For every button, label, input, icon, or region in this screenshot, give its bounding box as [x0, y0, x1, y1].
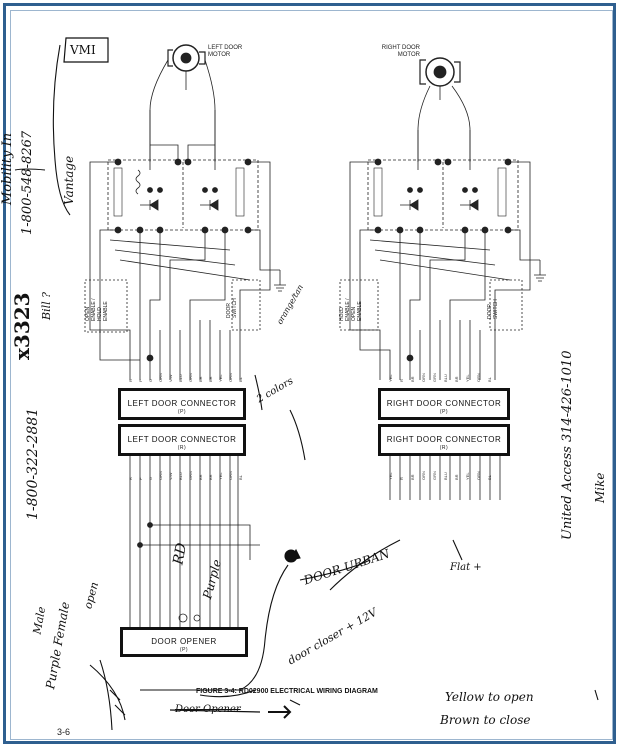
- right-door-connector-lower-label: RIGHT DOOR CONNECTOR: [386, 435, 502, 444]
- door-opener-connector: DOOR OPENER (P): [120, 627, 248, 657]
- left-lower-wire-label: P: [138, 477, 143, 480]
- right-lower-wire-label: YEL: [465, 472, 470, 480]
- right-lower-wire-label: BR: [454, 474, 459, 480]
- left-lower-wire-label: BR: [208, 474, 213, 480]
- left-lower-wire-label: G: [148, 477, 153, 480]
- left-lower-wire-label: BR: [198, 474, 203, 480]
- right-door-connector-upper: RIGHT DOOR CONNECTOR (P): [378, 388, 510, 420]
- handwritten-right-note: Flat +: [450, 562, 482, 573]
- handwritten-mike: Mike: [593, 472, 607, 504]
- left-enable-switch-label: OPEN ENABLE / HOLD ENABLE: [85, 298, 109, 321]
- handwritten-yellow-open: Yellow to open: [445, 690, 534, 704]
- left-upper-wire-label: G: [148, 379, 153, 382]
- left-lower-wire-label: BLU: [178, 472, 183, 480]
- left-lower-wire-label: R: [128, 477, 133, 480]
- right-lower-wire-label: R: [399, 477, 404, 480]
- left-upper-wire-label: BL: [238, 376, 243, 382]
- left-lower-wire-label: BL: [238, 474, 243, 480]
- right-upper-wire-label: BR: [410, 376, 415, 382]
- right-door-motor-symbol: [419, 57, 461, 100]
- right-lower-wire-label: ORN: [421, 471, 426, 480]
- left-door-connector-upper-label: LEFT DOOR CONNECTOR: [127, 399, 237, 408]
- right-relay-block: [367, 158, 519, 234]
- door-opener-sub: (P): [179, 647, 189, 653]
- right-upper-wire-label: BR: [454, 376, 459, 382]
- right-upper-wire-label: BL: [487, 376, 492, 382]
- right-door-connector-lower-sub: (R): [439, 445, 449, 451]
- right-enable-switch-label: HOLD ENABLE / OPEN ENABLE: [339, 298, 363, 321]
- left-lower-wire-label: V/W: [168, 472, 173, 480]
- right-upper-wire-label: ORN: [421, 373, 426, 382]
- left-wiring: [84, 110, 286, 380]
- right-upper-wire-label: YEL: [465, 374, 470, 382]
- left-upper-wire-label: ORN: [228, 373, 233, 382]
- right-lower-wire-label: ORN: [476, 471, 481, 480]
- right-lower-wire-label: YEL: [388, 472, 393, 480]
- handwritten-united-access: United Access 314-426-1010: [560, 350, 575, 540]
- left-upper-wire-label: BR: [198, 376, 203, 382]
- handwritten-brown-close: Brown to close: [440, 713, 531, 727]
- left-upper-wire-label: GRN: [188, 373, 193, 382]
- right-upper-wire-label: BLU: [443, 374, 448, 382]
- right-lower-wire-label: BR: [410, 474, 415, 480]
- left-upper-wire-label: R: [128, 379, 133, 382]
- handwritten-mobility: Mobility In: [0, 132, 15, 205]
- left-lower-wire-label: YEL: [218, 472, 223, 480]
- left-lower-wire-label: ORN: [158, 471, 163, 480]
- left-motor-label: LEFT DOOR MOTOR: [208, 45, 243, 58]
- left-upper-wire-label: BR: [208, 376, 213, 382]
- left-upper-wire-label: P: [138, 379, 143, 382]
- left-relay-block: [107, 158, 259, 234]
- figure-caption: FIGURE 3-4: RD02900 ELECTRICAL WIRING DI…: [196, 688, 378, 695]
- left-lower-wire-label: ORN: [228, 471, 233, 480]
- right-lower-wiring: [389, 456, 501, 500]
- page-inner-border: [10, 10, 613, 740]
- left-upper-wire-label: YEL: [218, 374, 223, 382]
- left-door-connector-lower: LEFT DOOR CONNECTOR (R): [118, 424, 246, 456]
- handwritten-crossed-note: Door Opener: [175, 704, 241, 715]
- left-door-connector-upper-sub: (P): [177, 409, 187, 415]
- left-door-connector-lower-label: LEFT DOOR CONNECTOR: [127, 435, 237, 444]
- right-motor-label: RIGHT DOOR MOTOR: [381, 45, 420, 58]
- handwritten-strokes: [14, 37, 599, 731]
- right-door-connector-upper-sub: (P): [439, 409, 449, 415]
- handwritten-phone-left: 1-800-322-2881: [25, 407, 41, 520]
- right-upper-wire-label: ORN: [476, 373, 481, 382]
- right-lower-wire-label: BL: [487, 474, 492, 480]
- right-door-connector-upper-label: RIGHT DOOR CONNECTOR: [386, 399, 502, 408]
- left-limit-switch-label: DOOR SWITCH: [226, 298, 238, 318]
- right-upper-wire-label: R: [399, 379, 404, 382]
- left-upper-wire-label: BLU: [178, 374, 183, 382]
- left-door-connector-upper: LEFT DOOR CONNECTOR (P): [118, 388, 246, 420]
- page-frame: [3, 3, 616, 744]
- left-door-motor-symbol: [167, 44, 206, 90]
- left-upper-wire-label: V/W: [168, 374, 173, 382]
- door-opener-label: DOOR OPENER: [151, 637, 217, 646]
- handwritten-bill: Bill ?: [40, 291, 53, 320]
- left-door-connector-lower-sub: (R): [177, 445, 187, 451]
- left-lower-wire-label: GRN: [188, 471, 193, 480]
- left-lower-wiring: [129, 456, 260, 628]
- handwritten-vmi: VMI: [70, 43, 96, 57]
- right-limit-switch-label: DOOR SWITCH: [487, 299, 499, 319]
- page-number: 3-6: [57, 727, 71, 737]
- right-door-connector-lower: RIGHT DOOR CONNECTOR (R): [378, 424, 510, 456]
- handwritten-phone-top: 1-800-548-8267: [20, 130, 35, 235]
- handwritten-vantage: Vantage: [62, 155, 76, 205]
- right-lower-wire-label: BLU: [443, 472, 448, 480]
- right-wiring: [339, 130, 546, 380]
- left-upper-wire-label: ORN: [158, 373, 163, 382]
- right-upper-wire-label: YEL: [388, 374, 393, 382]
- right-upper-wire-label: GRN: [432, 373, 437, 382]
- handwritten-ext: x3323: [10, 292, 34, 360]
- right-lower-wire-label: GRN: [432, 471, 437, 480]
